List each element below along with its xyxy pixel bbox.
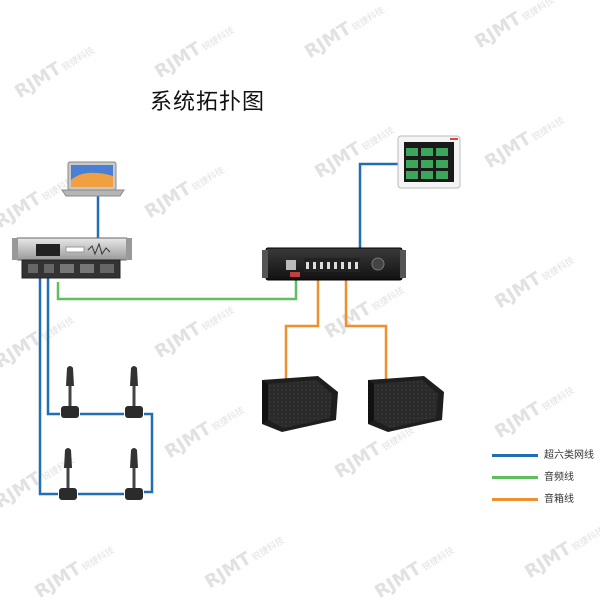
network-cable [144, 412, 154, 494]
legend-swatch [492, 498, 538, 501]
legend-label: 超六类网线 [544, 450, 594, 461]
network-cable [358, 162, 398, 248]
legend-item: 音箱线 [492, 488, 592, 510]
legend-item: 音频线 [492, 466, 592, 488]
speaker [368, 376, 444, 432]
legend: 超六类网线 音频线 音箱线 [492, 444, 594, 510]
microphone [125, 448, 143, 500]
microphone [59, 448, 77, 500]
legend-swatch [492, 476, 538, 479]
microphone [125, 366, 143, 418]
microphone [61, 366, 79, 418]
diagram-title: 系统拓扑图 [150, 90, 266, 115]
legend-swatch [492, 454, 538, 457]
legend-label: 音频线 [544, 472, 574, 483]
legend-item: 超六类网线 [492, 444, 594, 466]
legend-label: 音箱线 [544, 494, 574, 505]
laptop-icon [61, 161, 125, 197]
speaker-cable [344, 280, 388, 380]
speaker [262, 376, 338, 432]
audio-cable [56, 280, 298, 301]
network-cable [38, 276, 58, 496]
network-cable [46, 276, 60, 416]
speaker-cable [284, 280, 320, 380]
conference-host [12, 237, 132, 279]
control-panel [397, 135, 461, 189]
power-amplifier [262, 247, 406, 281]
